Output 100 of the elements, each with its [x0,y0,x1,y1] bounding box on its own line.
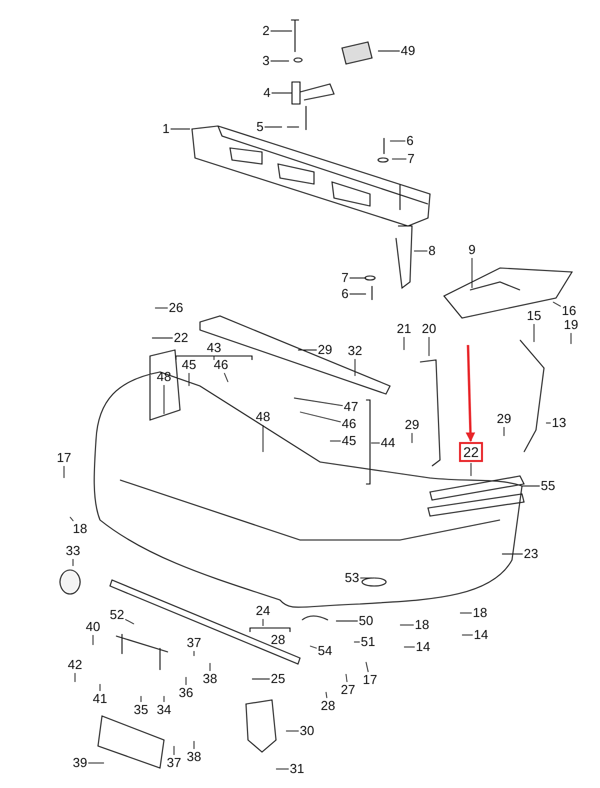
leader-line [92,634,94,646]
leader-line [74,672,76,682]
leader-line [188,372,190,386]
callout-number: 46 [342,417,356,431]
leader-line [470,462,472,476]
leader-line [70,516,74,522]
callout-number: 21 [396,322,412,336]
leader-line [88,762,104,764]
callout-number: 36 [178,686,194,700]
leader-line [462,634,474,636]
callout-number: 2 [262,24,270,38]
leader-line [294,398,344,406]
callout-number: 46 [214,358,228,372]
callout-number: 49 [400,44,416,58]
leader-line [390,140,406,142]
callout-number: 37 [186,636,202,650]
callout-number: 17 [56,451,72,465]
leader-line [262,618,264,626]
callout-number: 45 [182,358,196,372]
callout-number: 41 [92,692,108,706]
callout-number: 19 [564,318,578,332]
callout-number: 14 [474,628,488,642]
leader-line [346,674,348,682]
callout-number: 7 [341,271,349,285]
callout-number: 39 [72,756,88,770]
callout-number: 4 [263,86,271,100]
leader-line [336,620,358,622]
callout-number: 23 [524,547,538,561]
leader-line [286,730,300,732]
callout-number: 55 [540,479,556,493]
callout-number: 37 [166,756,182,770]
callout-number: 18 [414,618,430,632]
callout-number: 45 [342,434,356,448]
leader-line [570,332,572,344]
callout-number: 50 [358,614,374,628]
callout-number: 3 [262,54,270,68]
leader-line [224,372,228,382]
callout-number: 29 [404,418,420,432]
callout-number: 35 [134,703,148,717]
leader-line [378,50,400,52]
leader-line [400,624,414,626]
callout-number: 40 [86,620,100,634]
callout-number: 18 [72,522,88,536]
callout-number: 7 [407,152,415,166]
leader-line [404,646,416,648]
callout-number: 30 [300,724,314,738]
callout-number: 52 [110,608,124,622]
callout-number: 33 [66,544,80,558]
leader-line [326,692,328,698]
callout-number: 22 [174,331,188,345]
callout-number: 54 [318,644,332,658]
callout-number: 20 [422,322,436,336]
callout-number: 9 [468,243,476,257]
leader-line [460,612,472,614]
leader-line [262,424,264,452]
leader-line [414,250,428,252]
leader-line [300,412,342,422]
leader-line [428,336,430,356]
callout-number: 26 [168,301,184,315]
callout-number: 53 [344,571,360,585]
callout-number: 16 [562,304,576,318]
leader-line [552,302,562,307]
leader-line [140,696,142,702]
callout-number: 34 [156,703,172,717]
callout-number: 32 [348,344,362,358]
callout-number: 28 [320,699,336,713]
callout-number: 8 [428,244,436,258]
callout-number: 29 [496,412,512,426]
callout-number: 44 [380,436,396,450]
callout-number: 15 [526,309,542,323]
leader-line [370,442,380,444]
callout-number: 31 [290,762,304,776]
callout-number: 48 [156,370,172,384]
leader-line [270,60,290,62]
callout-number: 24 [256,604,270,618]
leader-line [310,646,318,649]
callout-number: 29 [318,343,332,357]
leader-line [276,768,290,770]
callout-number: 6 [406,134,414,148]
leader-line [392,158,407,160]
callout-number: 25 [270,672,286,686]
callout-number: 42 [68,658,82,672]
callout-number: 1 [162,122,170,136]
leader-line [264,126,282,128]
callout-number: 14 [416,640,430,654]
callout-number: 38 [202,672,218,686]
leader-line [270,30,292,32]
leader-line [252,678,270,680]
leader-line [330,440,342,442]
leader-line [366,662,369,672]
callout-number: 22 [459,442,483,462]
callout-number: 6 [341,287,349,301]
leader-line [72,558,74,566]
leader-line [124,618,134,624]
callout-number: 13 [552,416,566,430]
callout-number: 43 [206,341,222,355]
callout-number: 38 [186,750,202,764]
leader-line [170,128,190,130]
callout-number: 27 [340,683,356,697]
arrow [466,344,476,442]
